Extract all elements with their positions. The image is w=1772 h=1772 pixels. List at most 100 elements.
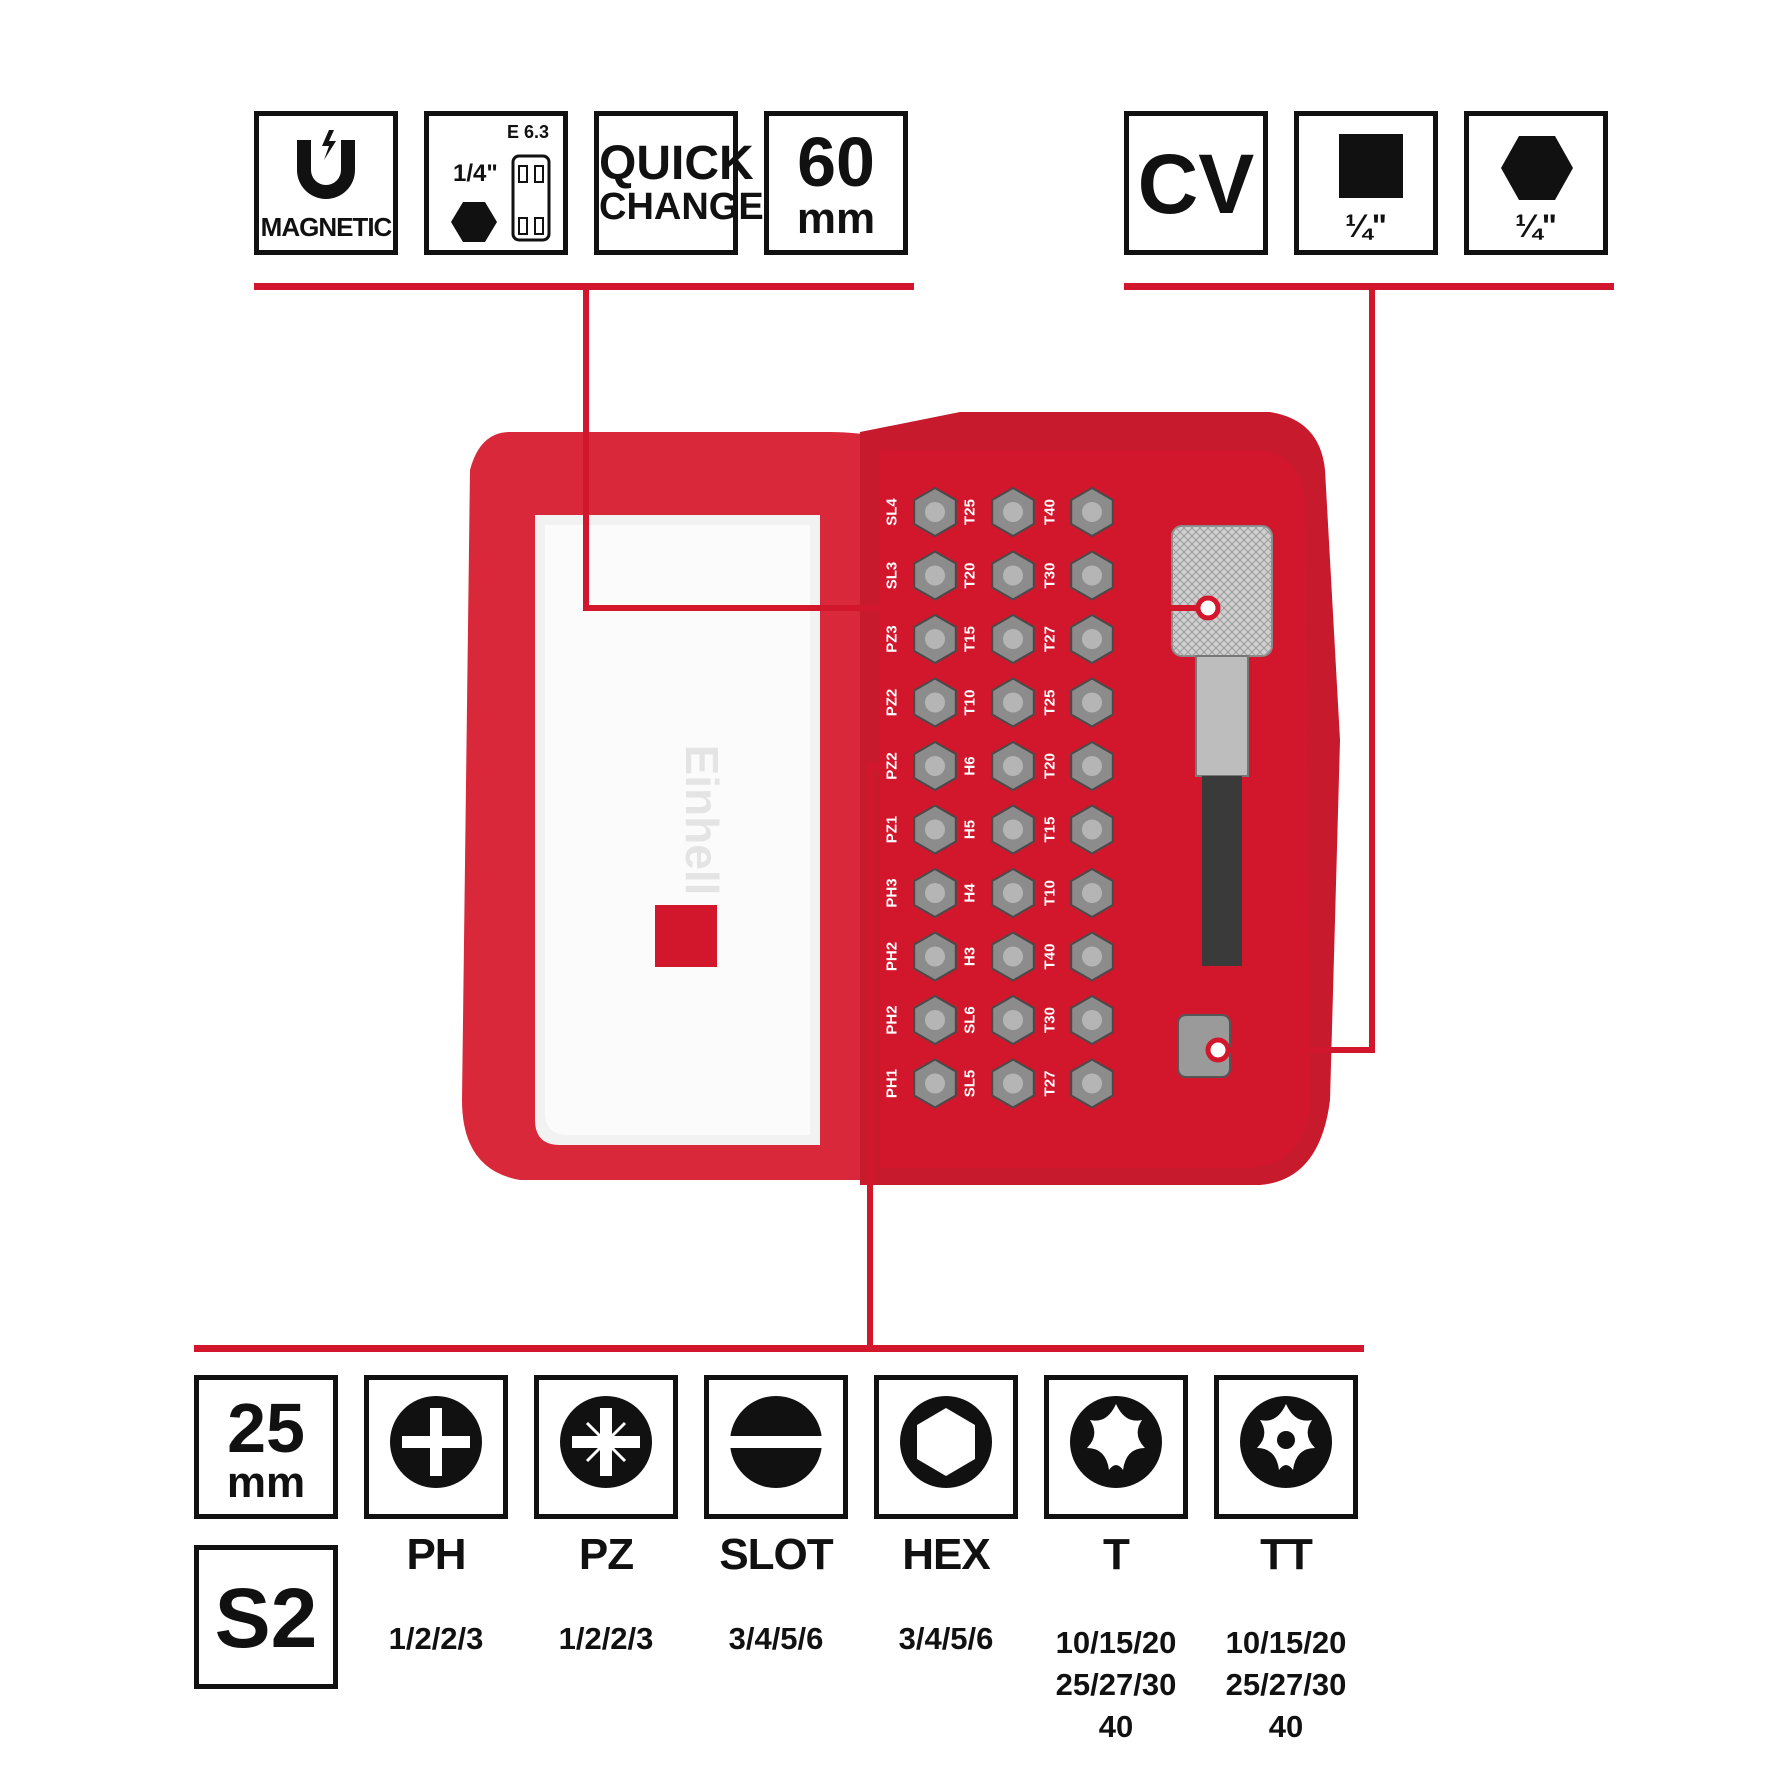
hex-badge — [874, 1375, 1018, 1519]
bit-label-3-10: T27 — [1042, 1071, 1059, 1097]
bit-grid: SL4SL3PZ3PZ2PZ2PZ1PH3PH2PH2PH1T25T20T15T… — [884, 486, 1114, 1109]
pz-label: PZ — [578, 1530, 634, 1579]
bit-label-1-8: PH2 — [884, 942, 901, 971]
tt-badge — [1214, 1375, 1358, 1519]
bit-tip-1-1 — [925, 502, 945, 522]
bit-tip-2-5 — [1003, 756, 1023, 776]
bit-label-2-7: H4 — [962, 883, 979, 903]
hex-label: HEX — [902, 1530, 990, 1579]
pozidriv-icon — [560, 1396, 652, 1488]
bit-label-1-6: PZ1 — [884, 816, 901, 844]
bit-tip-1-9 — [925, 1010, 945, 1030]
bit-label-3-6: T15 — [1042, 817, 1059, 843]
bit-tip-1-10 — [925, 1073, 945, 1094]
slot-badge — [704, 1375, 848, 1519]
tt-sizes-line3: 40 — [1268, 1709, 1304, 1744]
bit-label-1-1: SL4 — [884, 498, 901, 526]
bit-tip-3-1 — [1082, 502, 1102, 522]
bottom-overline — [194, 1345, 1364, 1352]
bit-label-2-5: H6 — [962, 756, 979, 775]
slot-label: SLOT — [719, 1530, 833, 1579]
bit-tip-2-1 — [1003, 502, 1023, 522]
bit-tip-3-7 — [1082, 883, 1102, 903]
bit-label-3-1: T40 — [1042, 499, 1059, 525]
hex-shank-icon — [451, 154, 551, 242]
pz-badge — [534, 1375, 678, 1519]
bit-label-3-5: T20 — [1042, 753, 1059, 779]
bit-tip-3-3 — [1082, 629, 1102, 649]
bit-label-1-5: PZ2 — [884, 752, 901, 780]
bit-tip-1-6 — [925, 819, 945, 840]
shank-fraction-label: 1/4" — [453, 160, 498, 187]
bit-tip-1-7 — [925, 883, 945, 903]
bit-tip-2-4 — [1003, 692, 1023, 713]
bit-label-1-4: PZ2 — [884, 689, 901, 717]
t-badge — [1044, 1375, 1188, 1519]
bit-tip-2-10 — [1003, 1073, 1023, 1094]
steel-label: S2 — [214, 1571, 318, 1665]
material-label: CV — [1137, 137, 1255, 231]
bit-label-2-4: T10 — [962, 690, 979, 716]
steel-s2-badge: S2 — [194, 1545, 338, 1689]
hex-icon — [900, 1396, 992, 1488]
bit-tip-2-6 — [1003, 819, 1023, 840]
magnetic-badge: MAGNETIC — [254, 111, 398, 255]
t-sizes-line2: 25/27/30 — [1055, 1667, 1177, 1702]
bit-label-1-7: PH3 — [884, 878, 901, 907]
tt-sizes-line2: 25/27/30 — [1225, 1667, 1347, 1702]
square-drive-badge: ¼" — [1294, 111, 1438, 255]
top-right-underline — [1124, 283, 1614, 290]
bit-tip-3-4 — [1082, 692, 1102, 713]
bit-tip-3-5 — [1082, 756, 1102, 776]
bit-tip-1-8 — [925, 946, 945, 967]
bit-length-25mm-badge: 25 mm — [194, 1375, 338, 1519]
bit-label-1-10: PH1 — [884, 1069, 901, 1098]
bit-label-2-1: T25 — [962, 499, 979, 525]
bit-tip-2-9 — [1003, 1010, 1023, 1030]
bit-tip-2-8 — [1003, 946, 1023, 967]
ph-badge — [364, 1375, 508, 1519]
bit-label-3-9: T30 — [1042, 1007, 1059, 1033]
t-sizes-line1: 10/15/20 — [1055, 1625, 1177, 1660]
hex-drive-badge: ¼" — [1464, 111, 1608, 255]
bit-tip-3-10 — [1082, 1073, 1102, 1094]
bit-label-2-2: T20 — [962, 563, 979, 589]
bit-tip-1-5 — [925, 756, 945, 776]
length-unit: mm — [796, 194, 876, 243]
length-value: 60 — [797, 123, 875, 201]
bit-label-1-2: SL3 — [884, 562, 901, 590]
bit-label-3-8: T40 — [1042, 944, 1059, 970]
bit-tip-2-2 — [1003, 565, 1023, 586]
tt-sizes: 10/15/20 25/27/30 40 — [1206, 1622, 1366, 1748]
bit-tip-1-4 — [925, 692, 945, 713]
bit-tip-3-8 — [1082, 946, 1102, 967]
t-label: T — [1103, 1530, 1130, 1579]
bit-tip-3-2 — [1082, 565, 1102, 586]
ph-label: PH — [406, 1530, 466, 1579]
torx-icon — [1070, 1396, 1162, 1488]
top-left-underline — [254, 283, 914, 290]
ph-sizes: 1/2/2/3 — [388, 1621, 484, 1656]
bit-label-3-3: T27 — [1042, 626, 1059, 652]
t-sizes: 10/15/20 25/27/30 40 — [1036, 1622, 1196, 1748]
bit-label-2-3: T15 — [962, 626, 979, 652]
hexagon-icon — [1501, 136, 1573, 200]
bit-tip-1-2 — [925, 565, 945, 586]
quick-change-badge: QUICK CHANGE — [594, 111, 764, 255]
bit-label-2-9: SL6 — [962, 1006, 979, 1034]
quick-change-line1: QUICK — [599, 137, 754, 190]
material-cv-badge: CV — [1124, 111, 1268, 255]
square-icon — [1339, 134, 1403, 198]
t-sizes-line3: 40 — [1098, 1709, 1134, 1744]
bit-tip-3-9 — [1082, 1010, 1102, 1030]
hex-size-label: ¼" — [1515, 208, 1557, 244]
bit-label-2-10: SL5 — [962, 1070, 979, 1098]
tt-sizes-line1: 10/15/20 — [1225, 1625, 1347, 1660]
length-60mm-badge: 60 mm — [764, 111, 908, 255]
hex-sizes: 3/4/5/6 — [898, 1621, 994, 1656]
shank-standard-label: E 6.3 — [507, 122, 550, 142]
bit-label-3-4: T25 — [1042, 690, 1059, 716]
bit-label-1-3: PZ3 — [884, 625, 901, 653]
shank-badge: E 6.3 1/4" — [424, 111, 568, 255]
square-size-label: ¼" — [1345, 208, 1387, 244]
